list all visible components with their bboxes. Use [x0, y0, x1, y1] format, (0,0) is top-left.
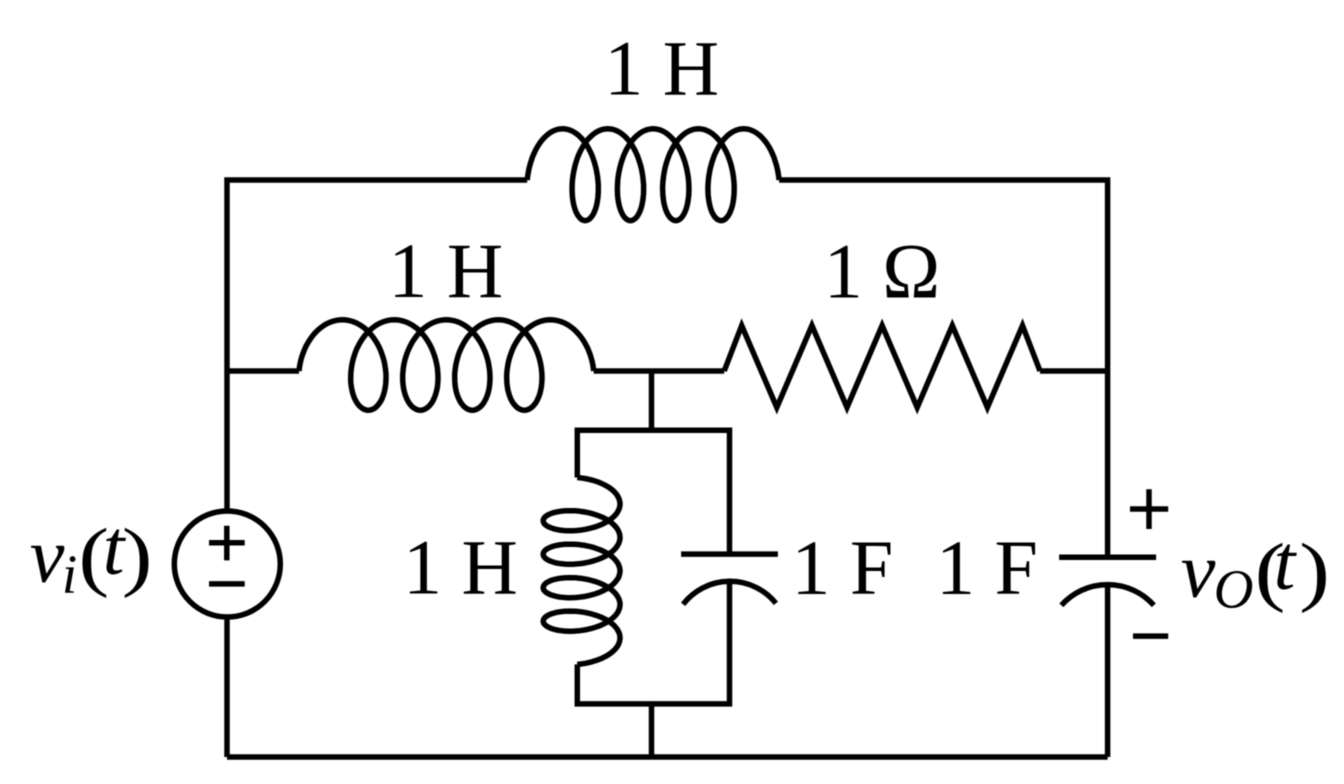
svg-text:1 Ω: 1 Ω [824, 228, 940, 315]
svg-text:(: ( [1255, 529, 1286, 614]
svg-text:1 H: 1 H [403, 523, 518, 610]
svg-text:): ) [1299, 529, 1330, 614]
svg-text:v: v [1181, 527, 1216, 614]
svg-text:t: t [1274, 519, 1298, 606]
svg-text:1 H: 1 H [604, 25, 719, 112]
svg-text:O: O [1214, 559, 1254, 620]
svg-text:(: ( [78, 513, 109, 598]
svg-text:t: t [103, 503, 127, 590]
svg-text:): ) [122, 513, 153, 598]
svg-text:1 H: 1 H [388, 227, 503, 314]
svg-text:v: v [30, 511, 65, 598]
svg-text:1 F: 1 F [936, 524, 1038, 611]
svg-text:1 F: 1 F [791, 524, 893, 611]
svg-text:i: i [62, 543, 77, 604]
